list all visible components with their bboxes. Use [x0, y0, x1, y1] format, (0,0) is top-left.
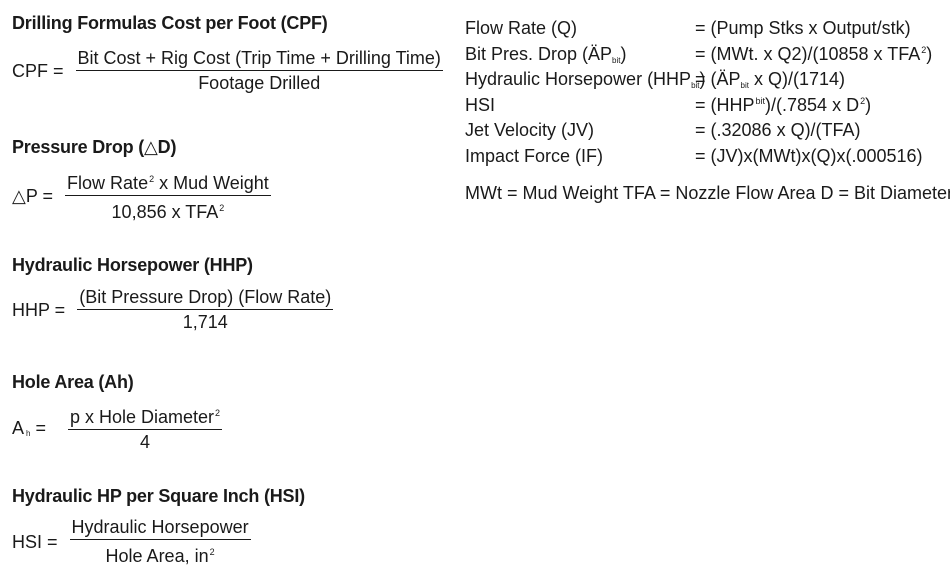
cpf-lhs: CPF = [12, 60, 64, 81]
formula-expression: = (ÄPbit x Q)/(1714) [695, 69, 846, 91]
pressure-drop-formula: △P = Flow Rate2 x Mud Weight 10,856 x TF… [12, 168, 271, 224]
fraction-bar [67, 429, 223, 430]
hhp-numerator: (Bit Pressure Drop) (Flow Rate) [79, 287, 332, 307]
hhp-fraction: (Bit Pressure Drop) (Flow Rate) 1,714 [77, 286, 334, 334]
pressure-drop-fraction: Flow Rate2 x Mud Weight 10,856 x TFA2 [65, 168, 271, 224]
cpf-heading: Drilling Formulas Cost per Foot (CPF) [12, 13, 328, 33]
pressure-drop-lhs: △P = [12, 185, 54, 206]
hole-area-heading: Hole Area (Ah) [12, 372, 134, 392]
pressure-drop-denominator: 10,856 x TFA2 [111, 202, 225, 222]
cpf-fraction: Bit Cost + Rig Cost (Trip Time + Drillin… [75, 47, 443, 95]
table-row: Impact Force (IF) = (JV)x(MWt)x(Q)x(.000… [465, 144, 932, 170]
table-row: Bit Pres. Drop (ÄPbit) = (MWt. x Q2)/(10… [465, 42, 932, 68]
table-row: HSI = (HHPbit)/(.7854 x D2) [465, 93, 932, 119]
fraction-bar [77, 309, 334, 310]
hhp-lhs: HHP = [12, 299, 66, 320]
table-row: Jet Velocity (JV) = (.32086 x Q)/(TFA) [465, 118, 932, 144]
formula-expression: = (MWt. x Q2)/(10858 x TFA2) [695, 43, 933, 64]
table-row: Hydraulic Horsepower (HHPbit) = (ÄPbit x… [465, 67, 932, 93]
hsi-numerator: Hydraulic Horsepower [71, 517, 249, 537]
hole-area-numerator: p x Hole Diameter2 [69, 407, 221, 427]
hsi-lhs: HSI = [12, 531, 58, 552]
formula-name: Jet Velocity (JV) [465, 120, 595, 141]
formula-name: Flow Rate (Q) [465, 18, 578, 39]
table-row: Flow Rate (Q) = (Pump Stks x Output/stk) [465, 16, 932, 42]
formula-expression: = (JV)x(MWt)x(Q)x(.000516) [695, 145, 923, 166]
hhp-heading: Hydraulic Horsepower (HHP) [12, 255, 253, 275]
variable-legend: MWt = Mud Weight TFA = Nozzle Flow Area … [465, 183, 950, 203]
cpf-formula: CPF = Bit Cost + Rig Cost (Trip Time + D… [12, 47, 443, 95]
hhp-formula: HHP = (Bit Pressure Drop) (Flow Rate) 1,… [12, 286, 334, 334]
formula-expression: = (HHPbit)/(.7854 x D2) [695, 94, 872, 115]
hhp-denominator: 1,714 [182, 312, 228, 332]
cpf-numerator: Bit Cost + Rig Cost (Trip Time + Drillin… [77, 48, 441, 68]
fraction-bar [65, 195, 271, 196]
formula-expression: = (Pump Stks x Output/stk) [695, 18, 911, 39]
hsi-fraction: Hydraulic Horsepower Hole Area, in2 [69, 516, 251, 568]
hole-area-denominator: 4 [140, 432, 151, 452]
pressure-drop-numerator: Flow Rate2 x Mud Weight [67, 173, 269, 193]
fraction-bar [69, 539, 251, 540]
formula-name: HSI [465, 94, 496, 115]
cpf-denominator: Footage Drilled [198, 73, 321, 93]
pressure-drop-heading: Pressure Drop (△D) [12, 137, 177, 157]
hsi-denominator: Hole Area, in2 [105, 546, 215, 566]
formula-name: Impact Force (IF) [465, 145, 604, 166]
hsi-formula: HSI = Hydraulic Horsepower Hole Area, in… [12, 516, 251, 568]
fraction-bar [75, 70, 443, 71]
hole-area-fraction: p x Hole Diameter2 4 [67, 402, 223, 454]
hsi-heading: Hydraulic HP per Square Inch (HSI) [12, 486, 305, 506]
formula-table: Flow Rate (Q) = (Pump Stks x Output/stk)… [465, 16, 932, 169]
formula-expression: = (.32086 x Q)/(TFA) [695, 120, 861, 141]
formula-name: Hydraulic Horsepower (HHPbit) [465, 69, 706, 91]
formula-name: Bit Pres. Drop (ÄPbit) [465, 43, 627, 65]
